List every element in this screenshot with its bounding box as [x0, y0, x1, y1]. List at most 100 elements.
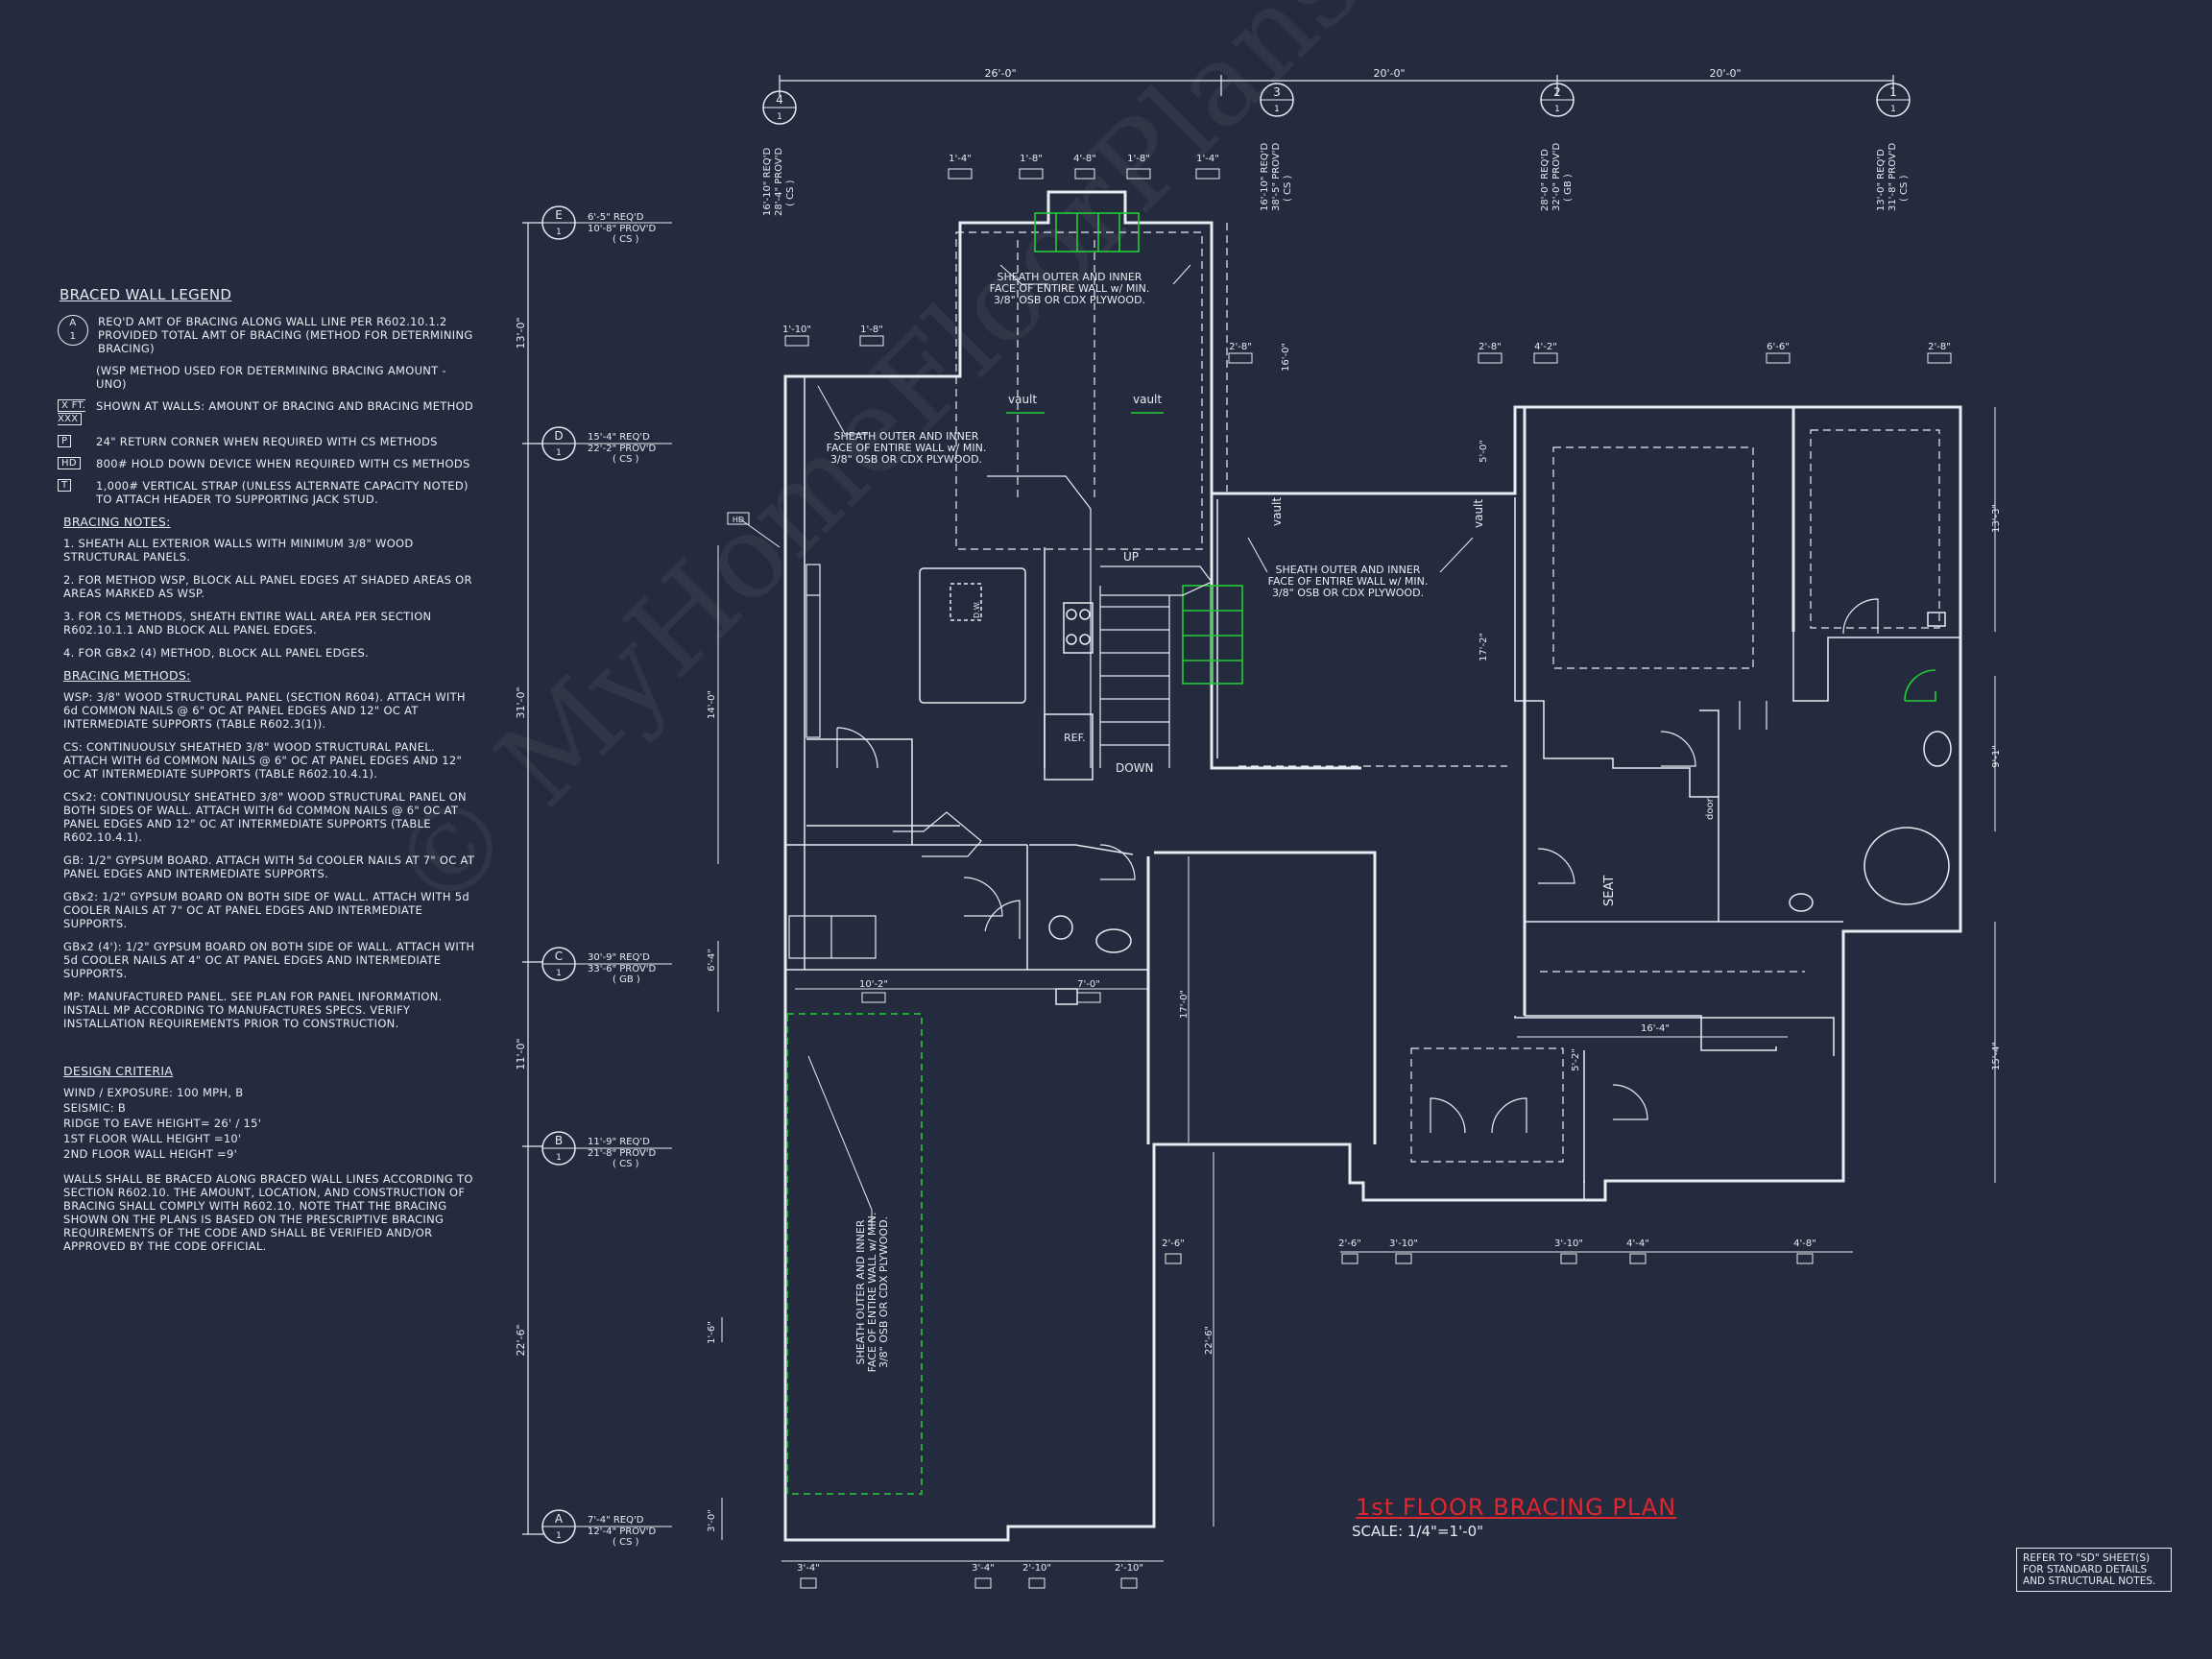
wall-tags-top: 1'-4" 1'-8" 4'-8" 1'-8" 1'-4" 1'-10" 1'-…	[782, 154, 1952, 372]
svg-text:3: 3	[1273, 85, 1281, 99]
wall-tag: 15'-4"	[1991, 1042, 2002, 1070]
svg-text:16'-10" REQ'D: 16'-10" REQ'D	[762, 148, 773, 216]
svg-text:1: 1	[556, 1153, 562, 1163]
reference-note: REFER TO "SD" SHEET(S) FOR STANDARD DETA…	[2016, 1548, 2172, 1592]
dishwasher-label: D.W.	[973, 601, 981, 618]
dim-label: 26'-0"	[984, 67, 1016, 80]
svg-text:2: 2	[1553, 85, 1561, 99]
green-sheathing-region	[786, 212, 1936, 1495]
wall-tag: 5'-0"	[1479, 440, 1489, 463]
grid-bubble-1: 1 1 13'-0" REQ'D 31'-8" PROV'D ( CS )	[1876, 83, 1911, 211]
svg-text:28'-0" REQ'D: 28'-0" REQ'D	[1540, 149, 1551, 211]
svg-text:12'-4" PROV'D: 12'-4" PROV'D	[588, 1527, 656, 1537]
wall-tag: 1'-4"	[1196, 154, 1219, 164]
svg-text:FACE OF ENTIRE WALL w/ MIN.: FACE OF ENTIRE WALL w/ MIN.	[866, 1213, 878, 1373]
svg-text:7'-4" REQ'D: 7'-4" REQ'D	[588, 1515, 644, 1526]
legend-text: REQ'D AMT OF BRACING ALONG WALL LINE PER…	[98, 315, 473, 355]
svg-text:31'-8" PROV'D: 31'-8" PROV'D	[1887, 143, 1898, 211]
wall-tags-side: 13'-3" 9'-1" 15'-4" 5'-0" 17'-2" 17'-0" …	[707, 407, 2002, 1540]
design-paragraph: WALLS SHALL BE BRACED ALONG BRACED WALL …	[63, 1172, 473, 1253]
svg-text:1: 1	[1889, 85, 1897, 99]
sheath-note-garage: SHEATH OUTER AND INNER FACE OF ENTIRE WA…	[854, 1213, 890, 1373]
wall-tag: 17'-2"	[1479, 633, 1489, 661]
left-dimension-string: 13'-0" 31'-0" 11'-0" 22'-6"	[515, 222, 543, 1535]
stair-up-label: UP	[1123, 550, 1139, 564]
exterior-walls	[783, 190, 1962, 1542]
svg-text:FACE OF ENTIRE WALL w/ MIN.: FACE OF ENTIRE WALL w/ MIN.	[1268, 575, 1429, 588]
grid-bubble-B: B 1 11'-9" REQ'D 21'-8" PROV'D ( CS )	[541, 1131, 672, 1169]
seat-label: SEAT	[1602, 876, 1617, 906]
svg-text:3/8" OSB OR CDX PLYWOOD.: 3/8" OSB OR CDX PLYWOOD.	[830, 453, 982, 466]
legend-row: (WSP METHOD USED FOR DETERMINING BRACING…	[58, 364, 480, 391]
svg-text:B: B	[555, 1134, 563, 1147]
svg-text:( CS ): ( CS )	[613, 234, 639, 245]
svg-text:1: 1	[1554, 105, 1560, 114]
svg-text:( CS ): ( CS )	[785, 180, 796, 206]
svg-text:30'-9" REQ'D: 30'-9" REQ'D	[588, 952, 650, 963]
wall-tag: 16'-0"	[1281, 343, 1291, 372]
wall-tag: 9'-1"	[1991, 745, 2002, 768]
door-swings	[836, 598, 1879, 1134]
wall-tag: 2'-10"	[1022, 1563, 1051, 1574]
bracing-method: CSx2: CONTINUOUSLY SHEATHED 3/8" WOOD ST…	[63, 790, 467, 844]
svg-text:3/8" OSB OR CDX PLYWOOD.: 3/8" OSB OR CDX PLYWOOD.	[878, 1216, 890, 1368]
bracing-method: MP: MANUFACTURED PANEL. SEE PLAN FOR PAN…	[63, 990, 443, 1030]
svg-text:16'-10" REQ'D: 16'-10" REQ'D	[1260, 143, 1270, 211]
wall-tag: 3'-4"	[972, 1563, 995, 1574]
svg-text:SHEATH OUTER AND INNER: SHEATH OUTER AND INNER	[834, 430, 979, 443]
wall-tag: 17'-0"	[1179, 990, 1190, 1019]
return-corner-icon: P	[58, 435, 96, 448]
wall-tag: 3'-0"	[707, 1509, 717, 1532]
design-criteria-title: DESIGN CRITERIA	[63, 1064, 174, 1078]
plan-title: 1st FLOOR BRACING PLAN	[1356, 1494, 1677, 1521]
svg-text:FACE OF ENTIRE WALL w/ MIN.: FACE OF ENTIRE WALL w/ MIN.	[827, 442, 987, 454]
svg-text:E: E	[555, 208, 563, 222]
wall-tag: 22'-6"	[1204, 1326, 1214, 1355]
vault-label: vault	[1008, 393, 1037, 406]
plan-scale: SCALE: 1/4"=1'-0"	[1352, 1523, 1484, 1540]
legend-row-circle: A 1 REQ'D AMT OF BRACING ALONG WALL LINE…	[58, 315, 480, 355]
bracing-method: WSP: 3/8" WOOD STRUCTURAL PANEL (SECTION…	[63, 690, 466, 731]
bracing-method: CS: CONTINUOUSLY SHEATHED 3/8" WOOD STRU…	[63, 740, 463, 781]
legend-text: (WSP METHOD USED FOR DETERMINING BRACING…	[96, 364, 446, 391]
wall-tag: 3'-4"	[797, 1563, 820, 1574]
grid-bubble-A: A 1 7'-4" REQ'D 12'-4" PROV'D ( CS )	[541, 1509, 672, 1548]
legend-row: HD 800# HOLD DOWN DEVICE WHEN REQUIRED W…	[58, 457, 480, 470]
wall-tag: 16'-4"	[1641, 1023, 1670, 1034]
stair-down-label: DOWN	[1116, 761, 1154, 775]
bracing-note: 3. FOR CS METHODS, SHEATH ENTIRE WALL AR…	[63, 610, 432, 637]
wall-tag: 5'-2"	[1571, 1048, 1581, 1071]
dim-label: 22'-6"	[515, 1324, 527, 1356]
svg-text:( CS ): ( CS )	[613, 1537, 639, 1548]
svg-text:13'-0" REQ'D: 13'-0" REQ'D	[1876, 149, 1887, 211]
design-criterion: SEISMIC: B	[63, 1101, 127, 1115]
design-criterion: 2ND FLOOR WALL HEIGHT =9'	[63, 1147, 238, 1161]
legend-title: BRACED WALL LEGEND	[60, 286, 232, 303]
bracing-method: GB: 1/2" GYPSUM BOARD. ATTACH WITH 5d CO…	[63, 854, 475, 880]
svg-text:1: 1	[556, 1531, 562, 1541]
vault-label: vault	[1133, 393, 1162, 406]
svg-text:6'-5" REQ'D: 6'-5" REQ'D	[588, 212, 644, 223]
wall-tag: 3'-10"	[1389, 1238, 1418, 1249]
legend-row: P 24" RETURN CORNER WHEN REQUIRED WITH C…	[58, 435, 480, 448]
svg-text:1: 1	[777, 112, 782, 122]
svg-text:11'-9" REQ'D: 11'-9" REQ'D	[588, 1137, 650, 1147]
wall-tags-middle: 10'-2" 7'-0"	[795, 979, 1148, 1003]
design-criterion: WIND / EXPOSURE: 100 MPH, B	[63, 1086, 244, 1099]
leader-lines	[738, 264, 1474, 1229]
grid-bubble-2: 2 1 28'-0" REQ'D 32'-0" PROV'D ( GB )	[1540, 83, 1575, 211]
wall-tag: 4'-8"	[1073, 154, 1096, 164]
svg-text:28'-4" PROV'D: 28'-4" PROV'D	[774, 148, 784, 216]
wall-tag: 3'-10"	[1554, 1238, 1583, 1249]
sheath-note-top: SHEATH OUTER AND INNER FACE OF ENTIRE WA…	[990, 271, 1150, 306]
grid-bubble-3: 3 1 16'-10" REQ'D 38'-5" PROV'D ( CS )	[1260, 83, 1294, 211]
bracing-methods-title: BRACING METHODS:	[63, 668, 191, 683]
svg-text:( CS ): ( CS )	[1899, 175, 1910, 202]
wall-tag: 1'-6"	[707, 1321, 717, 1344]
grid-bubble-E: E 1 6'-5" REQ'D 10'-8" PROV'D ( CS )	[541, 205, 672, 245]
wall-tag: 2'-8"	[1928, 342, 1951, 352]
svg-text:( GB ): ( GB )	[613, 974, 640, 985]
grid-bubble-C: C 1 30'-9" REQ'D 33'-6" PROV'D ( GB )	[541, 947, 672, 985]
ref-label: REF.	[1064, 732, 1086, 744]
svg-text:38'-5" PROV'D: 38'-5" PROV'D	[1271, 143, 1282, 211]
